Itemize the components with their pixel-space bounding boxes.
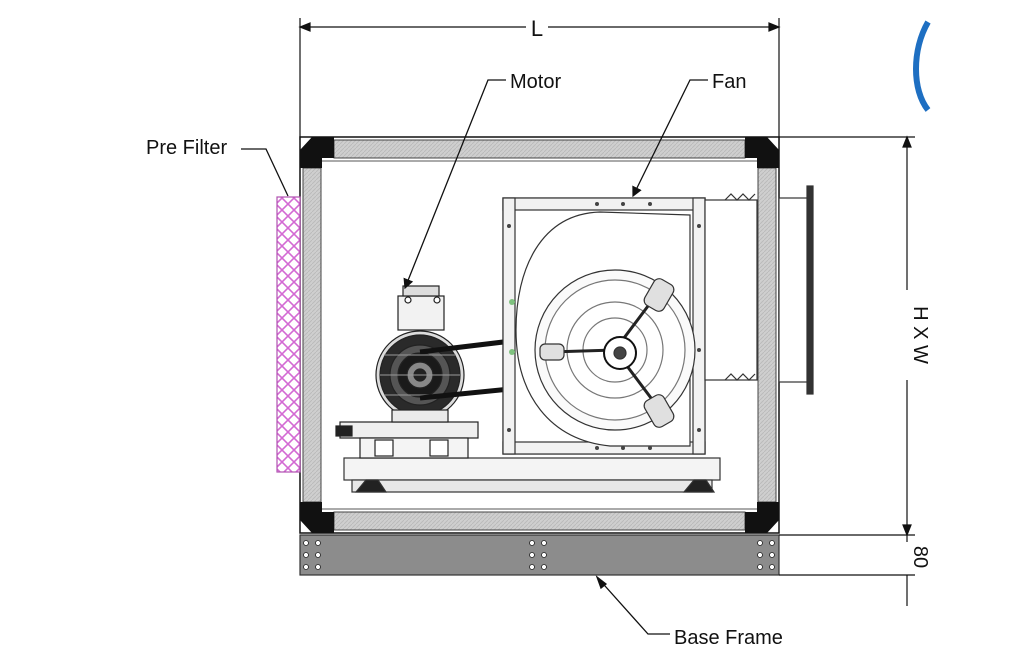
right-panel: [757, 167, 777, 503]
fan-leader: [632, 79, 708, 198]
base-height-label: 80: [909, 546, 931, 568]
corner-top-left: [300, 137, 334, 168]
height-width-label: H X W: [909, 306, 931, 364]
pre-filter-leader: [241, 148, 289, 197]
base-skid: [343, 457, 721, 493]
corner-top-right: [745, 137, 779, 168]
corner-bottom-right: [745, 502, 779, 533]
height-dimension: [779, 135, 915, 606]
corner-bottom-left: [300, 502, 334, 533]
pre-filter: [276, 196, 301, 473]
motor: [335, 285, 479, 459]
left-panel: [302, 167, 322, 503]
motor-leader: [403, 79, 506, 290]
fan-label: Fan: [712, 71, 746, 93]
fan: [502, 185, 814, 455]
length-label: L: [531, 16, 543, 41]
brand-accent-arc: [913, 20, 931, 112]
pre-filter-label: Pre Filter: [146, 137, 227, 159]
base-frame: [299, 534, 780, 576]
base-frame-label: Base Frame: [674, 627, 783, 649]
top-panel: [333, 139, 746, 159]
bottom-panel: [333, 511, 746, 531]
motor-label: Motor: [510, 71, 561, 93]
length-dimension: [298, 18, 781, 140]
base-frame-leader: [595, 575, 670, 635]
